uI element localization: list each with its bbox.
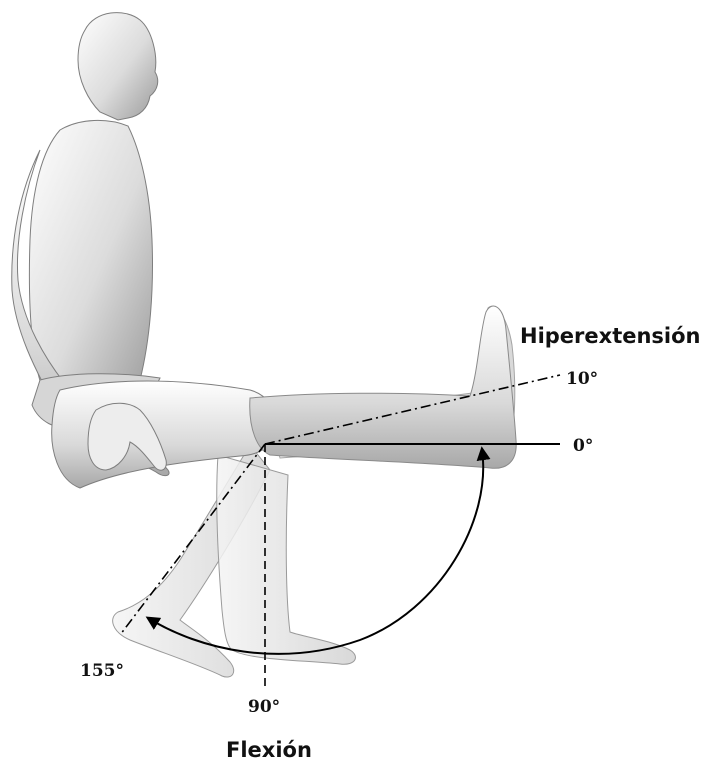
flexion-label: Flexión	[226, 738, 312, 762]
hyperextension-label: Hiperextensión	[520, 324, 701, 348]
human-figure	[12, 13, 516, 677]
ghost-leg-flexed-90	[217, 455, 356, 664]
head	[78, 13, 158, 120]
torso	[29, 120, 152, 399]
angle-155-label: 155°	[80, 661, 124, 681]
angle-90-label: 90°	[248, 697, 280, 717]
angle-0-label: 0°	[573, 436, 593, 456]
angle-10-label: 10°	[566, 369, 598, 389]
